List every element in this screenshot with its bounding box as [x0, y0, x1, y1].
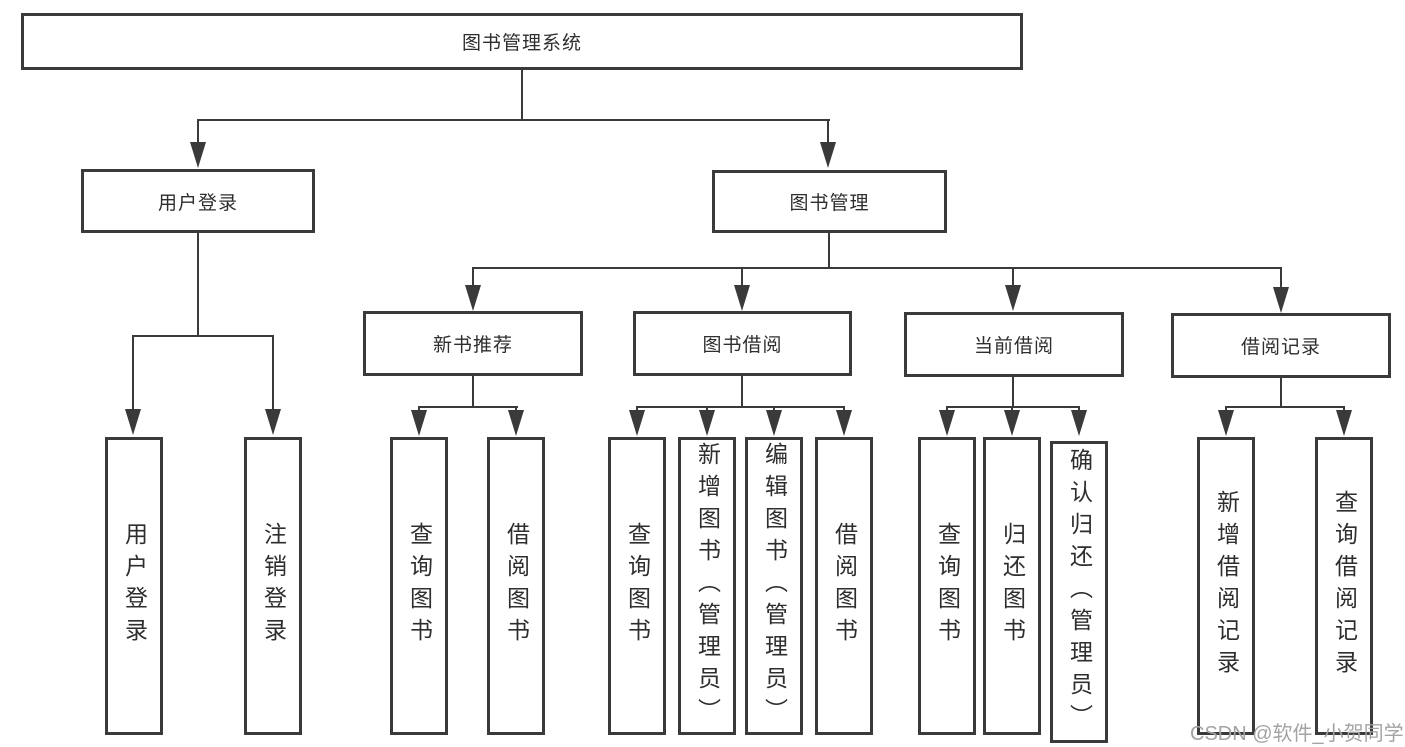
arrow-to-leaf: [766, 410, 782, 436]
leaf-edit-books-admin: 编辑图书（管理员）: [745, 437, 803, 735]
leaf-confirm-return-admin-label: 确认归还（管理员）: [1066, 448, 1093, 736]
connector-new-books-splitter: [418, 406, 518, 408]
leaf-query-books-2-label: 查询图书: [624, 522, 651, 650]
arrow-to-leaf: [1218, 410, 1234, 436]
leaf-logout-label: 注销登录: [260, 522, 287, 650]
connector-user-login-splitter: [132, 335, 274, 337]
connector-to-user-login: [197, 119, 199, 144]
leaf-query-books-1: 查询图书: [390, 437, 448, 735]
arrow-to-leaf: [1004, 410, 1020, 436]
arrow-to-new-books: [465, 285, 481, 311]
leaf-borrow-books-2-label: 借阅图书: [831, 522, 858, 650]
connector-borrow-records-trunk: [1280, 378, 1282, 408]
connector-to-book-mgmt: [827, 119, 829, 144]
node-borrow-records: 借阅记录: [1171, 313, 1391, 378]
leaf-logout: 注销登录: [244, 437, 302, 735]
arrow-to-leaf: [1336, 410, 1352, 436]
connector-to-borrow-records: [1280, 267, 1282, 289]
node-root: 图书管理系统: [21, 13, 1023, 70]
connector-stub: [636, 406, 638, 412]
leaf-query-books-1-label: 查询图书: [406, 522, 433, 650]
connector-stub: [706, 406, 708, 412]
leaf-return-books-label: 归还图书: [999, 522, 1026, 650]
arrow-to-leaf: [836, 410, 852, 436]
node-borrow-records-label: 借阅记录: [1240, 337, 1321, 358]
arrow-to-leaf: [939, 410, 955, 436]
arrow-to-current-borrow: [1005, 285, 1021, 311]
connector-to-leaf-login: [132, 335, 134, 411]
leaf-add-books-admin: 新增图书（管理员）: [678, 437, 736, 735]
leaf-query-borrow-record: 查询借阅记录: [1315, 437, 1373, 735]
csdn-watermark: CSDN @软件_小贺同学: [1190, 723, 1404, 745]
arrow-to-leaf: [699, 410, 715, 436]
connector-stub: [946, 406, 948, 412]
leaf-confirm-return-admin: 确认归还（管理员）: [1050, 441, 1108, 743]
connector-new-books-trunk: [472, 376, 474, 408]
connector-book-mgmt-trunk: [828, 233, 830, 268]
connector-stub: [1011, 406, 1013, 412]
connector-borrow-records-splitter: [1225, 406, 1345, 408]
connector-stub: [1225, 406, 1227, 412]
leaf-add-borrow-record-label: 新增借阅记录: [1213, 490, 1240, 682]
arrow-to-leaf: [411, 410, 427, 436]
leaf-user-login-label: 用户登录: [121, 522, 148, 650]
leaf-user-login: 用户登录: [105, 437, 163, 735]
leaf-add-books-admin-label: 新增图书（管理员）: [694, 442, 721, 730]
arrow-to-leaf: [1071, 410, 1087, 436]
connector-current-borrow-trunk: [1012, 377, 1014, 408]
leaf-query-books-2: 查询图书: [608, 437, 666, 735]
arrow-to-book-mgmt: [820, 142, 836, 168]
connector-root-trunk: [521, 70, 523, 119]
arrow-to-leaf: [629, 410, 645, 436]
leaf-edit-books-admin-label: 编辑图书（管理员）: [761, 442, 788, 730]
connector-book-borrow-trunk: [741, 376, 743, 408]
connector-level2-splitter: [198, 119, 830, 121]
arrow-to-leaf-login: [125, 409, 141, 435]
leaf-borrow-books-1: 借阅图书: [487, 437, 545, 735]
arrow-to-leaf: [508, 410, 524, 436]
node-current-borrow-label: 当前借阅: [973, 336, 1054, 357]
connector-stub: [773, 406, 775, 412]
connector-to-leaf-logout: [272, 335, 274, 411]
leaf-borrow-books-1-label: 借阅图书: [503, 522, 530, 650]
node-book-borrow: 图书借阅: [633, 311, 852, 376]
node-new-books-label: 新书推荐: [432, 335, 513, 356]
connector-stub: [843, 406, 845, 412]
arrow-to-book-borrow: [734, 285, 750, 311]
node-root-label: 图书管理系统: [461, 33, 582, 54]
connector-stub: [1078, 406, 1080, 412]
leaf-query-borrow-record-label: 查询借阅记录: [1331, 490, 1358, 682]
node-new-books: 新书推荐: [363, 311, 583, 376]
connector-to-current-borrow: [1012, 267, 1014, 287]
node-user-login-label: 用户登录: [157, 192, 238, 214]
connector-level3-splitter: [472, 267, 1282, 269]
node-current-borrow: 当前借阅: [904, 312, 1124, 377]
leaf-return-books: 归还图书: [983, 437, 1041, 735]
connector-book-borrow-splitter: [636, 406, 845, 408]
connector-stub: [1343, 406, 1345, 412]
leaf-add-borrow-record: 新增借阅记录: [1197, 437, 1255, 735]
arrow-to-user-login: [190, 142, 206, 168]
arrow-to-leaf-logout: [265, 409, 281, 435]
node-book-mgmt: 图书管理: [712, 170, 947, 233]
node-user-login: 用户登录: [81, 169, 315, 233]
connector-to-book-borrow: [741, 267, 743, 287]
leaf-borrow-books-2: 借阅图书: [815, 437, 873, 735]
node-book-mgmt-label: 图书管理: [789, 193, 870, 214]
connector-user-login-trunk: [197, 233, 199, 337]
leaf-query-books-3-label: 查询图书: [934, 522, 961, 650]
connector-to-new-books: [472, 267, 474, 287]
arrow-to-borrow-records: [1273, 287, 1289, 313]
connector-stub: [418, 406, 420, 412]
node-book-borrow-label: 图书借阅: [702, 335, 783, 356]
leaf-query-books-3: 查询图书: [918, 437, 976, 735]
connector-stub: [515, 406, 517, 412]
connector-current-borrow-splitter: [946, 406, 1080, 408]
